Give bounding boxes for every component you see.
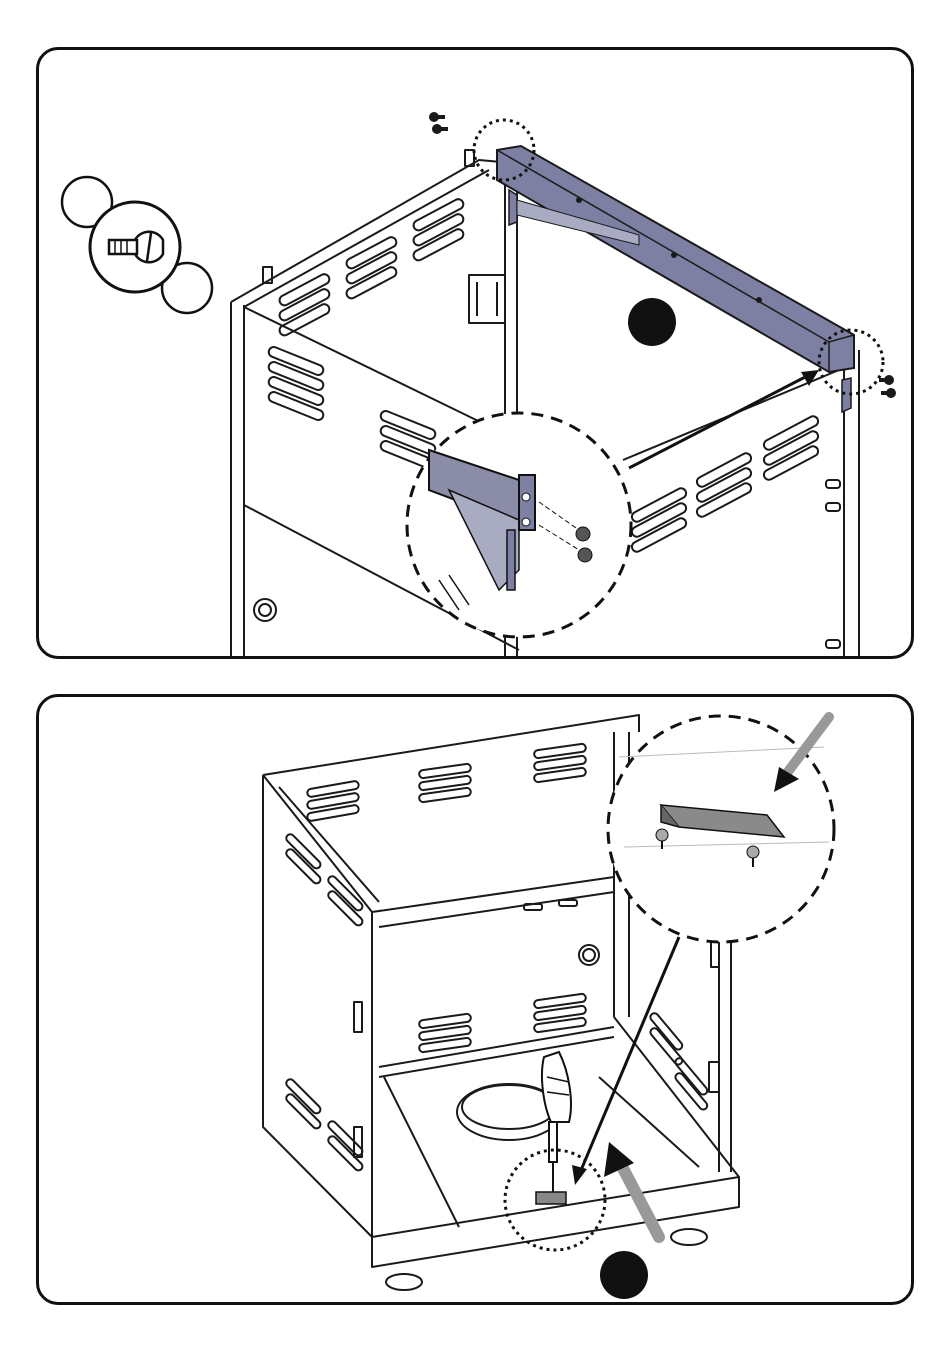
step-number-dot <box>600 1251 648 1299</box>
rear-bracket <box>469 275 505 323</box>
screw-icon-callout <box>62 177 212 313</box>
bottom-frame <box>372 1177 739 1267</box>
rear-vents <box>278 197 465 337</box>
step-1-illustration <box>39 50 914 659</box>
step-2-illustration <box>39 697 914 1305</box>
step-number-dot <box>628 298 676 346</box>
step-panel-1 <box>36 47 914 659</box>
right-vents <box>630 415 820 554</box>
step-panel-2 <box>36 694 914 1305</box>
install-arrow <box>604 1142 659 1237</box>
middle-shelf <box>379 1027 614 1067</box>
side-vents <box>267 346 437 471</box>
floor-bracket <box>536 1192 566 1204</box>
crossbar <box>497 146 854 412</box>
zoom-detail-1 <box>407 413 631 637</box>
screwdriver-hand <box>536 1052 571 1204</box>
zoom-detail-2 <box>608 716 834 942</box>
